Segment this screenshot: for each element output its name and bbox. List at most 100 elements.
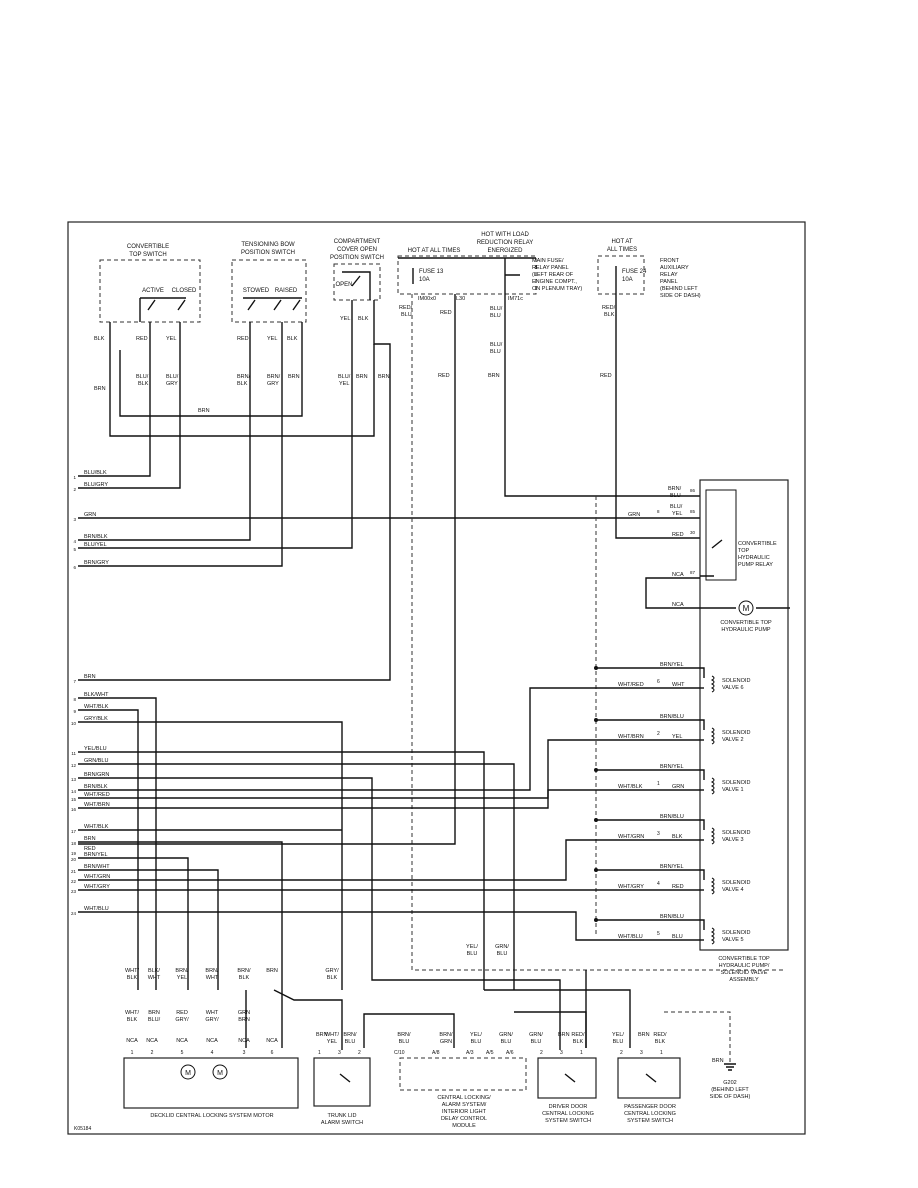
pin-number: 5	[73, 547, 76, 552]
bottom-wire-label: BLK	[327, 975, 338, 981]
fuse24-heading-1: HOT AT	[611, 239, 632, 245]
wl-fuse-5: BLU	[490, 313, 501, 319]
valve-pin: 1	[657, 781, 660, 787]
wl-fuse-1: RED/	[399, 305, 413, 311]
pin-number: 19	[71, 851, 77, 856]
valve-left-color: WHT/GRN	[618, 834, 644, 840]
bottom-wire-label: BRN/	[237, 968, 251, 974]
wl-fuse-8: RED/	[602, 305, 616, 311]
bottom-wire-label: BLU	[471, 1039, 482, 1045]
bottom-wire-label: GRN/	[495, 944, 509, 950]
driver-pin: 2	[540, 1050, 543, 1056]
pin-wire-color: YEL/BLU	[84, 746, 107, 752]
conv-switch-title-2: TOP SWITCH	[129, 252, 166, 258]
trunk-lid-switch: TRUNK LID ALARM SWITCH	[313, 1057, 371, 1126]
pump-motor-symbol: M	[743, 604, 750, 613]
pin-wire-color: GRN	[84, 512, 96, 518]
fuse-13: HOT AT ALL TIMES FUSE 13 10A IM00x0 L30 …	[397, 248, 537, 302]
valve-name: VALVE 1	[722, 787, 744, 793]
driver-door-switch: DRIVER DOOR CENTRAL LOCKING SYSTEM SWITC…	[537, 1057, 597, 1124]
nca-label: NCA	[176, 1038, 188, 1044]
lower-wires	[78, 687, 736, 1071]
pin-number: 15	[71, 797, 77, 802]
main-panel-3: (LEFT REAR OF	[532, 272, 574, 278]
valve-pin: 4	[657, 881, 660, 887]
assembly-title-2: HYDRAULIC PUMP/	[719, 963, 770, 969]
pin-number: 24	[71, 911, 77, 916]
bottom-wire-label: GRN	[238, 1010, 250, 1016]
pin-wire-color: RED	[84, 846, 96, 852]
pin-wire-color: WHT/RED	[84, 792, 110, 798]
valve-name: SOLENOID	[722, 730, 750, 736]
wl-mid-5: RED	[600, 373, 612, 379]
main-panel-1: MAIN FUSE/	[532, 258, 564, 264]
valve-right-color: GRN	[672, 784, 684, 790]
convertible-top-switch: CONVERTIBLE TOP SWITCH ACTIVE CLOSED	[99, 244, 201, 323]
pin-wire-color: BLK/WHT	[84, 692, 109, 698]
driver-title-3: SYSTEM SWITCH	[545, 1118, 591, 1124]
pass-title-3: SYSTEM SWITCH	[627, 1118, 673, 1124]
pin-number: 1	[73, 475, 76, 480]
wl-fuse-6: BLU/	[490, 342, 503, 348]
valve-left-color: WHT/BLU	[618, 934, 643, 940]
pin-number: 6	[73, 565, 76, 570]
bottom-wire-label: YEL	[177, 975, 187, 981]
wl-conv-blk: BLK	[94, 336, 105, 342]
bottom-wire-label: WHT/	[325, 1032, 340, 1038]
valve-right-color: BLK	[672, 834, 683, 840]
wl-mid-2: BRN	[198, 408, 210, 414]
conv-switch-title-1: CONVERTIBLE	[127, 244, 169, 250]
bottom-wire-label: WHT/	[125, 1010, 140, 1016]
relay-title-2: TOP	[738, 548, 750, 554]
bottom-wire-label: BLK	[655, 1039, 666, 1045]
wl-mid-3: RED	[438, 373, 450, 379]
pin-wire-color: WHT/BLU	[84, 906, 109, 912]
wl-conv-l1: BLU/	[136, 374, 149, 380]
bottom-wire-label: WHT	[148, 975, 161, 981]
relay-pin-1: 86	[690, 488, 696, 493]
module-pin: A/6	[506, 1050, 514, 1056]
valve-name: SOLENOID	[722, 780, 750, 786]
wl-tens-red: RED	[237, 336, 249, 342]
wl-tens-yel: YEL	[267, 336, 277, 342]
pin-number: 20	[71, 857, 77, 862]
bottom-wire-label: BLU	[613, 1039, 624, 1045]
nca-label: NCA	[238, 1038, 250, 1044]
load-heading-2: REDUCTION RELAY	[477, 240, 534, 246]
valve-right-color: RED	[672, 884, 684, 890]
ground-title-3: SIDE OF DASH)	[710, 1094, 751, 1100]
bottom-wire-label: GRN/	[499, 1032, 513, 1038]
pin-wire-color: BRN/YEL	[84, 852, 108, 858]
pin-number: 9	[73, 709, 76, 714]
wl-comp-l4: BRN	[378, 374, 390, 380]
bottom-wire-label: BRN	[266, 968, 278, 974]
pin-wire-color: GRN/BLU	[84, 758, 108, 764]
bottom-wire-label: BRN/	[175, 968, 189, 974]
pass-pin: 3	[640, 1050, 643, 1056]
aux-panel-5: (BEHIND LEFT	[660, 286, 698, 292]
pin-wire-color: GRY/BLK	[84, 716, 108, 722]
pin-number: 3	[73, 517, 76, 522]
module-title-2: ALARM SYSTEM/	[442, 1102, 487, 1108]
pin-number: 23	[71, 889, 77, 894]
relay-w6: RED	[672, 532, 684, 538]
bottom-wire-label: BRN	[148, 1010, 160, 1016]
main-panel-4: ENGINE COMPT.,	[532, 279, 577, 285]
decklid-motor: M M DECKLID CENTRAL LOCKING SYSTEM MOTOR	[123, 1057, 299, 1119]
bottom-wire-labels: WHT/BLKBLK/WHTBRN/YELBRN/WHTBRN/BLKBRNWH…	[125, 944, 667, 1056]
valve-right-color: YEL	[672, 734, 682, 740]
bottom-wire-label: BRN	[558, 1032, 570, 1038]
bottom-wire-label: BLK/	[148, 968, 160, 974]
wl-fuse-3: RED	[440, 310, 452, 316]
wl-conv-red: RED	[136, 336, 148, 342]
term-1: IM00x0	[418, 296, 436, 302]
bottom-wire-label: BLU	[345, 1039, 356, 1045]
nca-label: NCA	[126, 1038, 138, 1044]
compartment-switch: COMPARTMENT COVER OPEN POSITION SWITCH O…	[330, 239, 384, 301]
pin-number: 2	[73, 487, 76, 492]
pump-title-2: HYDRAULIC PUMP	[721, 627, 771, 633]
wl-conv-l4: GRY	[166, 381, 178, 387]
pin-wire-color: BRN/WHT	[84, 864, 110, 870]
